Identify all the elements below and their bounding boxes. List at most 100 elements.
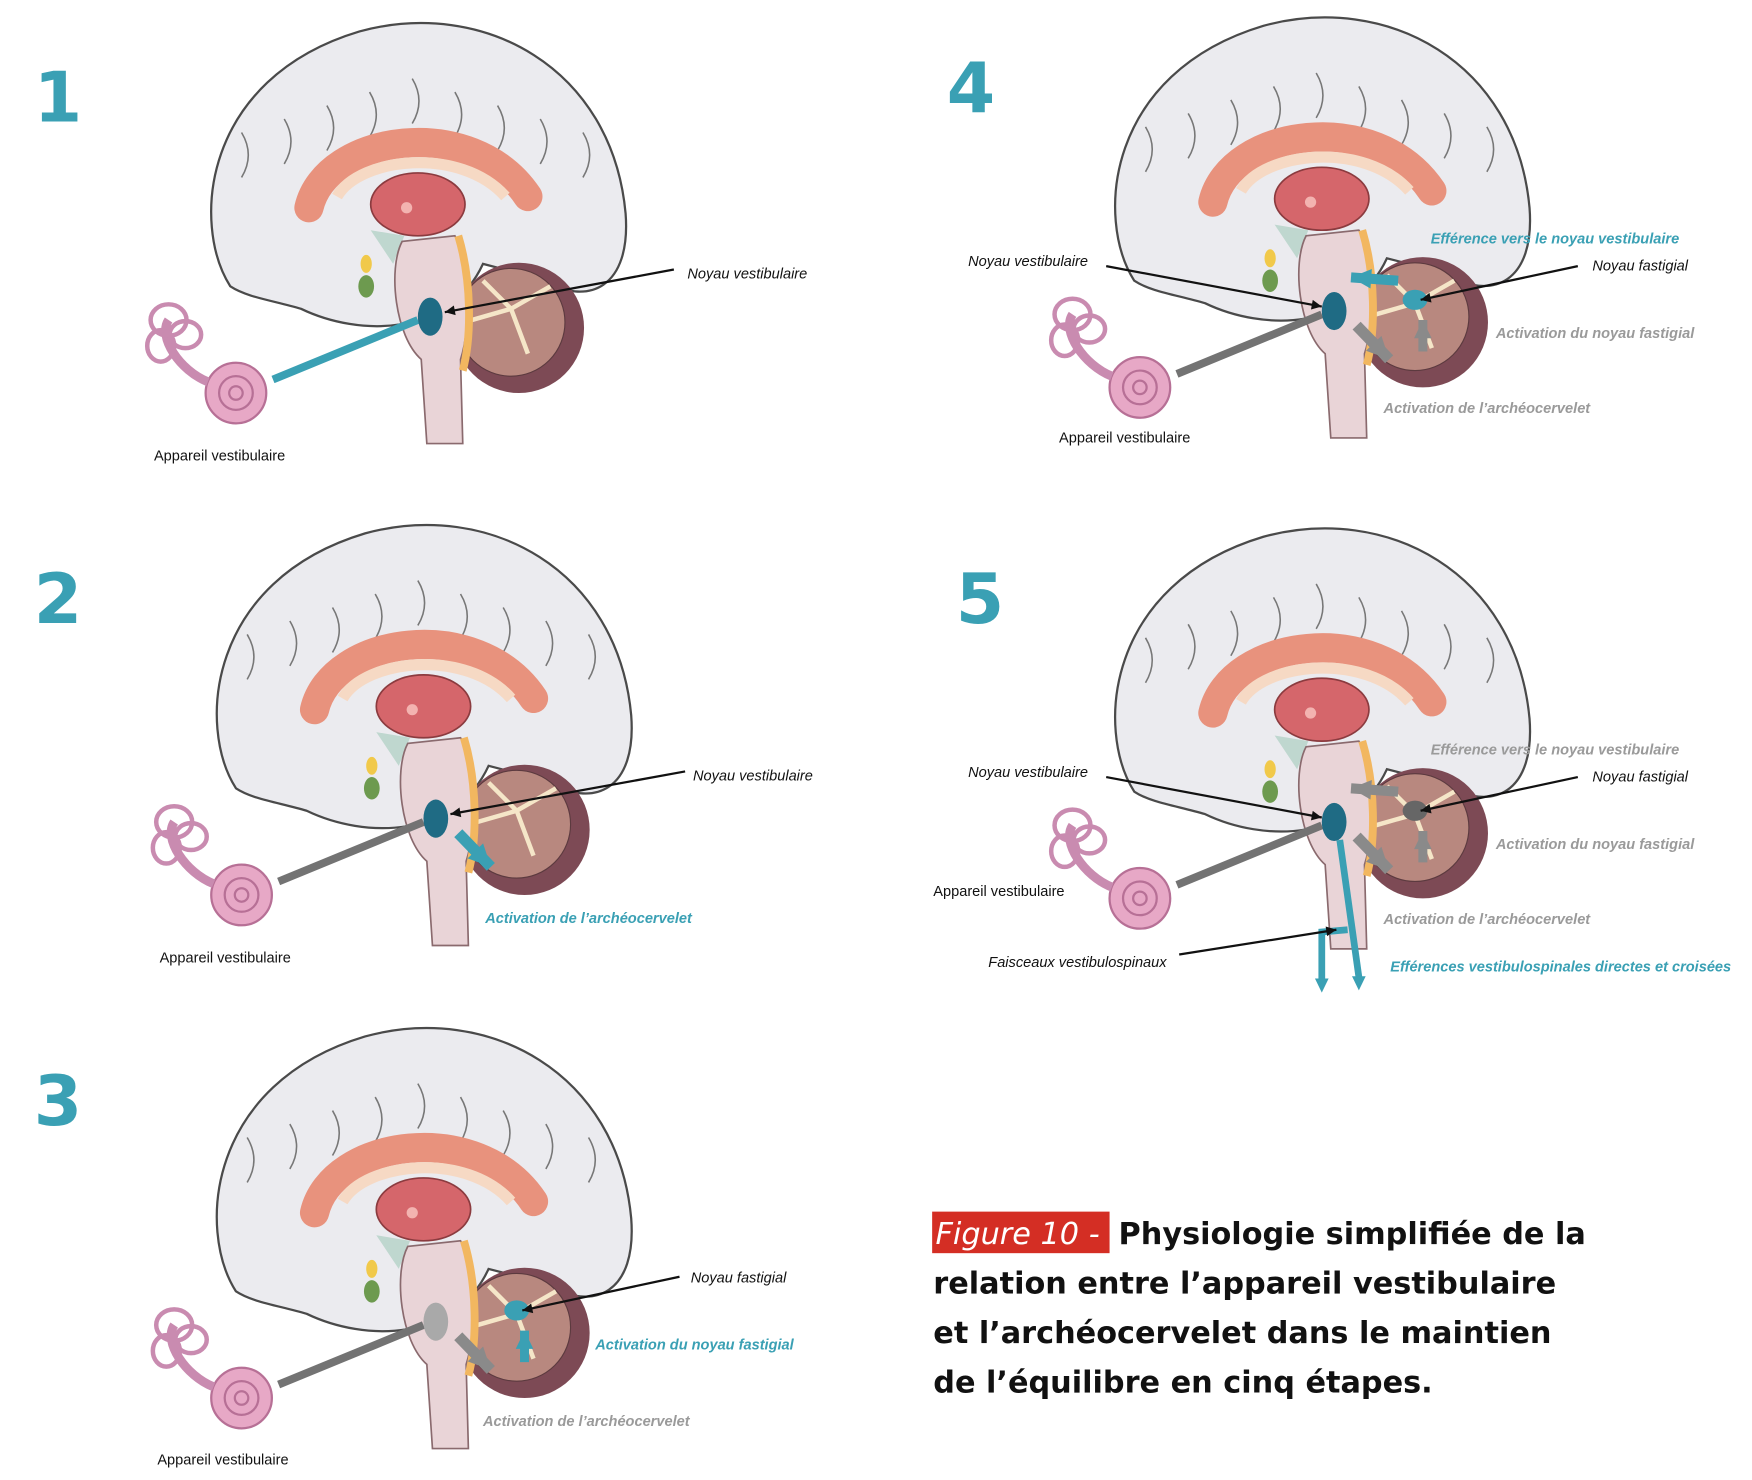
sulcus: [368, 91, 378, 138]
label-archeo-activation: Activation de l’archéocervelet: [484, 911, 693, 927]
fastigial-activation-arrow-head: [515, 1330, 534, 1349]
label-vestibular-apparatus: Appareil vestibulaire: [157, 1452, 288, 1468]
optic-chiasm: [1264, 760, 1276, 779]
step-number-5: 5: [956, 559, 1004, 640]
vestibular-apparatus: [1048, 296, 1172, 419]
caption-line-3: et l’archéocervelet dans le maintien: [933, 1316, 1551, 1351]
efference-arrow-head: [1350, 269, 1372, 289]
vestibular-nucleus: [417, 297, 443, 336]
thalamus-spot: [406, 704, 418, 716]
sulcus: [582, 132, 591, 178]
fastigial-activation-arrow-head: [1414, 320, 1432, 339]
archeocerebellum-activation-arrow-head: [467, 1346, 491, 1370]
hypothalamus: [376, 1235, 410, 1269]
vestibulospinal-tracts-pointer-head: [1325, 926, 1337, 937]
thalamus: [369, 172, 466, 237]
vestibular-nerve: [277, 1321, 425, 1389]
sulcus: [1400, 610, 1410, 657]
vestibular-nucleus: [423, 1302, 449, 1341]
brain-illustration-4: [1048, 16, 1579, 439]
caption-line-4: de l’équilibre en cinq étapes.: [933, 1365, 1432, 1400]
sulcus: [289, 1123, 298, 1170]
vestibular-nucleus-pointer-head: [450, 807, 462, 818]
cochlea: [210, 1366, 273, 1430]
vestibular-nucleus: [1321, 291, 1347, 331]
vestibular-nucleus: [423, 799, 449, 838]
label-vestibular-apparatus: Appareil vestibulaire: [154, 448, 285, 464]
cochlea-turn: [223, 876, 260, 913]
cochlea-turn: [217, 375, 254, 411]
fastigial-nucleus: [1402, 800, 1428, 821]
fourth-ventricle: [1358, 739, 1377, 877]
thalamus-spot: [1304, 196, 1317, 208]
sulcus: [1272, 596, 1282, 643]
fastigial-activation-arrow-head: [1414, 830, 1432, 850]
label-vestibular-nucleus: Noyau vestibulaire: [693, 768, 813, 784]
cochlea-turn: [233, 887, 250, 903]
sulcus: [1443, 623, 1452, 670]
vestibulospinal-tracts-pointer: [1179, 928, 1337, 956]
vestibular-nucleus-pointer-head: [1310, 810, 1322, 821]
sulcus: [417, 1083, 426, 1129]
label-fastigial-activation: Activation du noyau fastigial: [1495, 326, 1695, 342]
fastigial-nucleus-pointer: [1420, 265, 1579, 301]
arbor-vitae: [476, 781, 558, 857]
brain-illustration-2: [150, 524, 686, 947]
figure-label: Figure 10 -: [936, 1217, 1100, 1252]
sulcus: [1144, 637, 1154, 684]
cochlea-turn: [228, 385, 244, 401]
sulcus: [1187, 623, 1196, 670]
cochlea: [1108, 866, 1172, 930]
sulcus: [1400, 99, 1410, 146]
label-efference: Efférence vers le noyau vestibulaire: [1431, 232, 1680, 248]
pituitary: [1262, 269, 1279, 292]
fastigial-nucleus-pointer: [522, 1275, 680, 1312]
fastigial-nucleus-pointer-head: [522, 1303, 534, 1314]
fornix: [1236, 151, 1414, 195]
hypothalamus: [370, 230, 405, 264]
optic-chiasm: [366, 1259, 378, 1278]
sulcus: [545, 1123, 554, 1170]
vestibular-nucleus-pointer: [450, 770, 686, 816]
sulcus: [331, 1110, 341, 1156]
vestibular-nerve: [271, 316, 420, 384]
sulcus: [1315, 72, 1324, 119]
step-number-2: 2: [34, 559, 82, 640]
vestibular-nucleus-pointer-head: [1310, 299, 1322, 310]
optic-chiasm: [1264, 249, 1276, 268]
sulcus: [1443, 113, 1452, 159]
sulcus: [539, 118, 548, 165]
label-spinal-efferences: Efférences vestibulospinales directes et…: [1390, 959, 1731, 975]
sulcus: [240, 132, 250, 178]
thalamus-spot: [1304, 707, 1317, 719]
sulcus: [1486, 126, 1495, 173]
step-number-4: 4: [947, 48, 995, 129]
figure-caption: Figure 10 - Physiologie simplifiée de la…: [932, 1211, 1586, 1400]
cochlea-turn: [223, 1380, 260, 1416]
fastigial-nucleus-pointer-head: [1420, 803, 1432, 814]
sulcus: [1230, 610, 1239, 657]
pituitary: [363, 1280, 380, 1303]
sulcus: [1315, 583, 1324, 630]
cochlea-turn: [1121, 880, 1158, 917]
thalamus: [1273, 677, 1370, 742]
vestibular-nucleus-pointer: [444, 268, 675, 314]
archeocerebellum-activation-arrow-head: [1365, 335, 1390, 360]
sulcus: [1486, 637, 1495, 684]
sulcus: [1230, 99, 1239, 146]
fourth-ventricle: [1358, 229, 1377, 366]
corpus-callosum: [1198, 633, 1447, 728]
sulcus: [331, 607, 341, 653]
cochlea: [210, 863, 273, 927]
fourth-ventricle: [460, 1239, 479, 1377]
sulcus: [417, 580, 426, 626]
pituitary: [363, 777, 380, 800]
fastigial-nucleus-pointer: [1420, 775, 1579, 812]
sulcus: [374, 593, 383, 640]
step-number-3: 3: [34, 1061, 82, 1142]
sulcus: [246, 634, 255, 680]
label-fastigial-nucleus: Noyau fastigial: [1592, 259, 1688, 275]
archeocerebellum-activation-arrow-head: [467, 843, 491, 867]
vestibular-apparatus: [1048, 807, 1172, 930]
